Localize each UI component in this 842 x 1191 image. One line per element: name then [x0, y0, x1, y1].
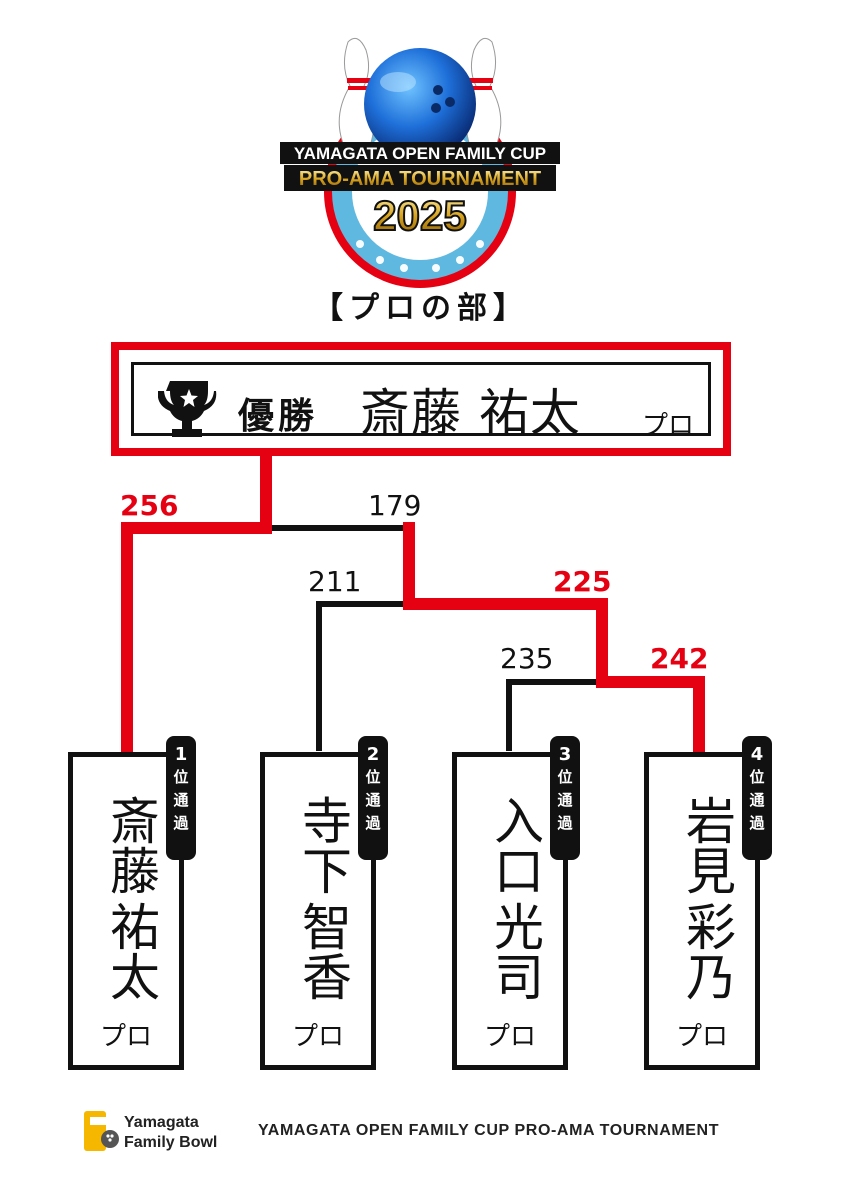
champion-suffix: プロ — [642, 411, 695, 441]
player-suffix: プロ — [291, 1022, 344, 1052]
seed-badge-3: 3 位 通 過 — [550, 736, 580, 860]
champion-inner-frame: 優勝 斎藤 祐太 プロ — [131, 362, 711, 442]
section-title: 【プロの部】 — [313, 291, 529, 326]
trophy-icon — [158, 381, 217, 437]
player-suffix: プロ — [675, 1022, 728, 1052]
svg-text:Yamagata: Yamagata — [124, 1114, 199, 1131]
champion-label: 優勝 — [238, 396, 319, 437]
svg-text:Family Bowl: Family Bowl — [124, 1134, 217, 1151]
bracket-line-champion-path — [121, 452, 272, 758]
player-name: 斎藤 祐太 — [102, 795, 160, 1001]
bracket-line-semi-left — [316, 601, 412, 751]
player-card-3: 入口 光司 プロ — [452, 752, 568, 1070]
score-semi-right: 225 — [553, 565, 612, 598]
player-name: 入口 光司 — [486, 795, 544, 1001]
family-bowl-logo: Yamagata Family Bowl — [84, 1111, 217, 1151]
seed-badge-2: 2 位 通 過 — [358, 736, 388, 860]
seed-badge-1: 1 位 通 過 — [166, 736, 196, 860]
champion-box: 優勝 斎藤 祐太 プロ — [111, 342, 731, 456]
score-semi-left: 211 — [308, 565, 362, 598]
player-suffix: プロ — [99, 1022, 152, 1052]
tournament-logo: YAMAGATA OPEN FAMILY CUP PRO-AMA TOURNAM… — [280, 37, 560, 288]
bracket-line-right-path — [403, 522, 705, 758]
svg-text:2025: 2025 — [373, 192, 466, 239]
footer-text: YAMAGATA OPEN FAMILY CUP PRO-AMA TOURNAM… — [258, 1122, 720, 1139]
player-name: 岩見 彩乃 — [678, 795, 736, 1001]
score-final-winner: 256 — [120, 489, 179, 522]
champion-name: 斎藤 祐太 — [360, 384, 581, 442]
player-card-1: 斎藤 祐太 プロ — [68, 752, 184, 1070]
player-card-2: 寺下 智香 プロ — [260, 752, 376, 1070]
svg-text:PRO-AMA TOURNAMENT: PRO-AMA TOURNAMENT — [299, 168, 541, 190]
player-card-4: 岩見 彩乃 プロ — [644, 752, 760, 1070]
player-suffix: プロ — [483, 1022, 536, 1052]
player-name: 寺下 智香 — [294, 795, 352, 1001]
seed-badge-4: 4 位 通 過 — [742, 736, 772, 860]
bracket-line-quarter-left — [506, 679, 605, 751]
score-quarter-right: 242 — [650, 642, 709, 675]
svg-text:YAMAGATA OPEN FAMILY CUP: YAMAGATA OPEN FAMILY CUP — [294, 144, 546, 163]
score-quarter-left: 235 — [500, 642, 554, 675]
score-final-loser: 179 — [368, 489, 422, 522]
